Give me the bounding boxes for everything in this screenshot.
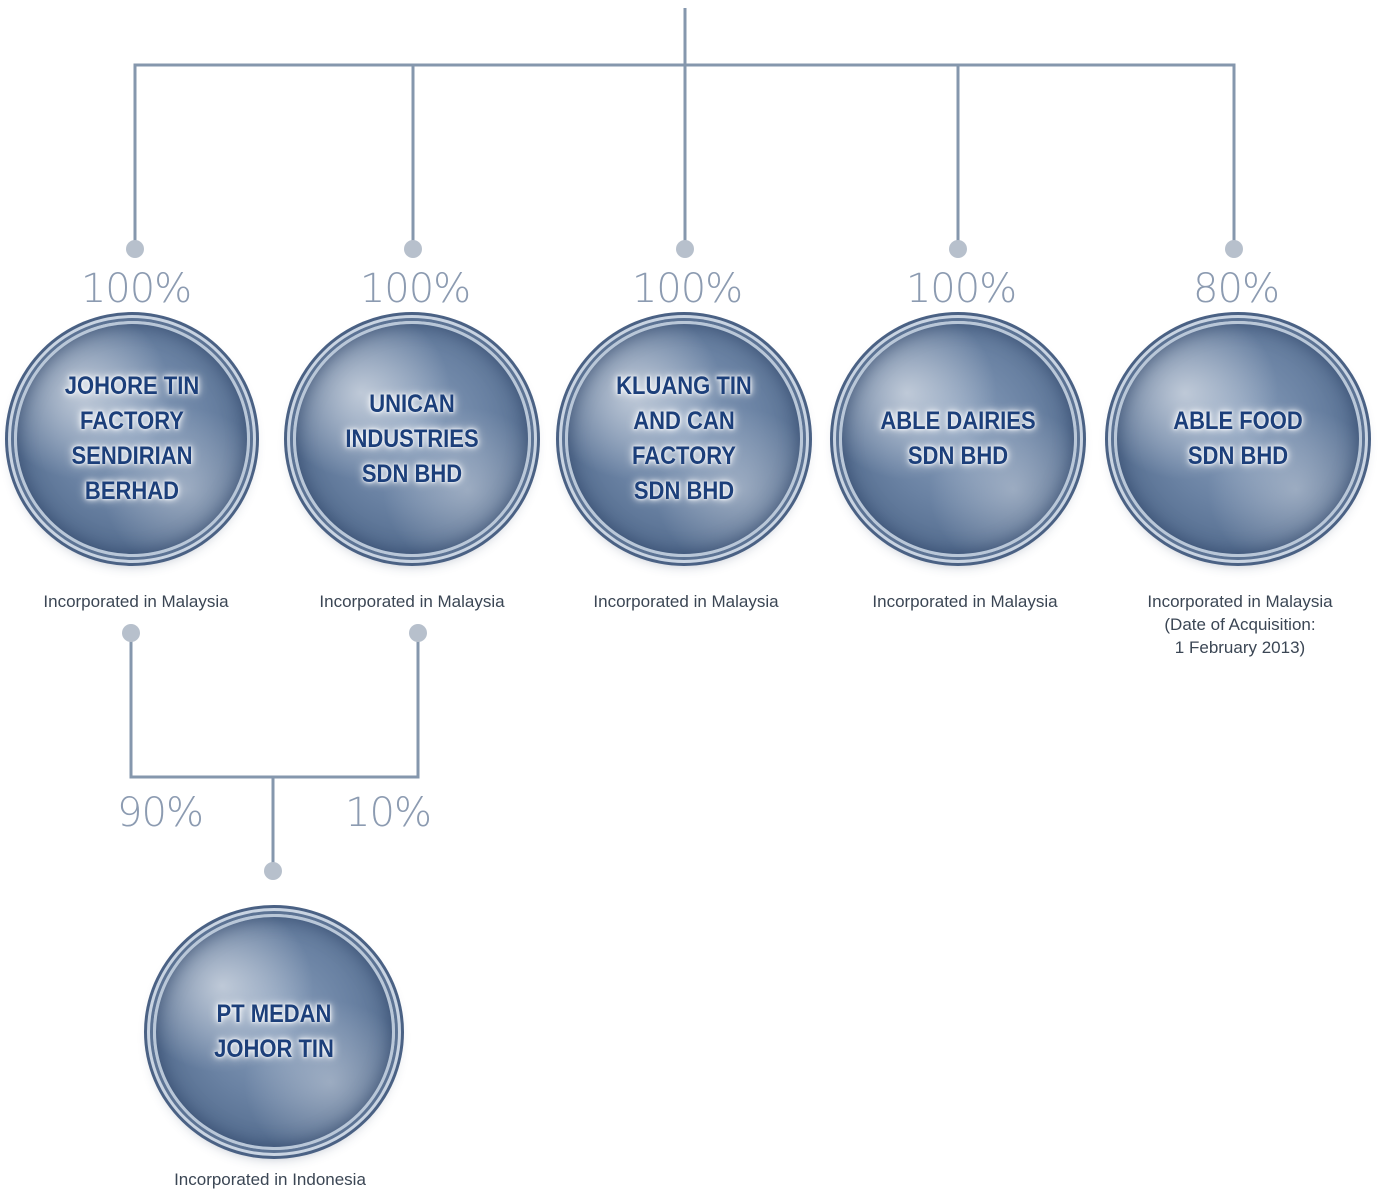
company-node-johore-tin: JOHORE TIN FACTORY SENDIRIAN BERHAD <box>14 321 250 557</box>
dot-pt-medan <box>264 862 282 880</box>
ownership-percent-able-dairies: 100% <box>905 266 1017 312</box>
dot-johore-tin <box>126 240 144 258</box>
ownership-percent-10: 10% <box>345 790 432 836</box>
dot-able-food <box>1225 240 1243 258</box>
dot-able-dairies <box>949 240 967 258</box>
company-node-able-dairies: ABLE DAIRIES SDN BHD <box>839 321 1077 557</box>
ownership-percent-unican: 100% <box>359 266 471 312</box>
incorporation-caption: Incorporated in Indonesia <box>174 1170 366 1189</box>
company-node-able-food: ABLE FOOD SDN BHD <box>1114 321 1362 557</box>
ownership-percent-kluang-tin: 100% <box>631 266 743 312</box>
incorporation-caption: Incorporated in Malaysia <box>43 592 229 611</box>
company-name: UNICAN INDUSTRIES SDN BHD <box>345 389 479 488</box>
dot-johore-tin-down <box>122 624 140 642</box>
dot-unican-down <box>409 624 427 642</box>
top-bus-line <box>133 63 1236 249</box>
company-node-kluang-tin: KLUANG TIN AND CAN FACTORY SDN BHD <box>565 321 803 557</box>
ownership-percent-johore-tin: 100% <box>80 266 192 312</box>
company-node-pt-medan: PT MEDAN JOHOR TIN <box>153 914 395 1150</box>
company-name: ABLE DAIRIES SDN BHD <box>880 407 1036 470</box>
company-name: PT MEDAN JOHOR TIN <box>214 1000 334 1063</box>
dot-unican <box>404 240 422 258</box>
company-name: KLUANG TIN AND CAN FACTORY SDN BHD <box>616 372 752 505</box>
incorporation-caption: Incorporated in Malaysia <box>593 592 779 611</box>
dot-kluang-tin <box>676 240 694 258</box>
lower-bus-line <box>129 633 420 779</box>
incorporation-caption: Incorporated in Malaysia <box>319 592 505 611</box>
company-name: ABLE FOOD SDN BHD <box>1173 407 1303 470</box>
company-name: JOHORE TIN FACTORY SENDIRIAN BERHAD <box>64 372 200 505</box>
incorporation-caption: Incorporated in Malaysia <box>872 592 1058 611</box>
ownership-percent-90: 90% <box>117 790 204 836</box>
ownership-percent-able-food: 80% <box>1193 266 1280 312</box>
company-node-unican: UNICAN INDUSTRIES SDN BHD <box>293 321 531 557</box>
incorporation-caption: Incorporated in Malaysia (Date of Acquis… <box>1147 592 1333 657</box>
